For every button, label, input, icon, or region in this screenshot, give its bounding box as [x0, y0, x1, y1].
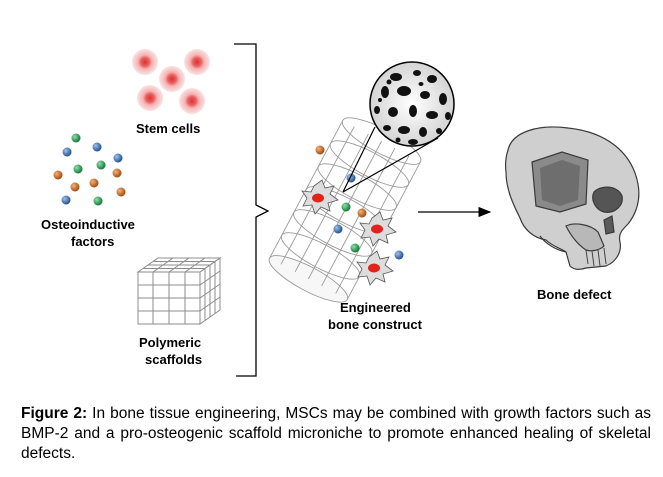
- caption-text: In bone tissue engineering, MSCs may be …: [21, 405, 652, 462]
- diagram: [53, 43, 640, 377]
- construct-cell: [356, 250, 394, 286]
- construct-cell: [301, 179, 339, 215]
- stem-cell: [179, 88, 205, 114]
- factor-dot: [112, 168, 122, 178]
- label-polymeric-line1: Polymeric: [139, 335, 202, 350]
- factor-dot: [394, 250, 404, 260]
- construct-cell: [359, 211, 397, 247]
- label-stem-cells: Stem cells: [136, 121, 201, 136]
- factor-dot: [113, 153, 123, 163]
- factor-dot: [61, 195, 71, 205]
- factor-dot: [357, 208, 367, 218]
- stem-cells-group: [132, 49, 210, 114]
- factor-dot: [93, 196, 103, 206]
- porous-bone-magnified-icon: [369, 61, 455, 147]
- osteoinductive-factors-group: [53, 133, 126, 206]
- stem-cell: [184, 49, 210, 75]
- factor-dot: [92, 142, 102, 152]
- factor-dot: [341, 202, 351, 212]
- grouping-brace: [234, 43, 270, 377]
- factor-dot: [71, 133, 81, 143]
- engineered-construct: [268, 117, 422, 303]
- label-polymeric-line2: scaffolds: [145, 352, 203, 367]
- figure-caption: Figure 2: In bone tissue engineering, MS…: [21, 404, 651, 464]
- label-engineered-line1: Engineered: [340, 300, 411, 315]
- factor-dot: [73, 164, 83, 174]
- factor-dot: [116, 187, 126, 197]
- stem-cell: [159, 66, 185, 92]
- stem-cell: [137, 85, 163, 111]
- label-engineered-line2: bone construct: [328, 317, 422, 332]
- skull-icon: [505, 126, 640, 270]
- factor-dot: [96, 160, 106, 170]
- factor-dot: [333, 224, 343, 234]
- scaffold-cube-icon: [136, 257, 222, 325]
- factor-dot: [53, 170, 63, 180]
- factor-dot: [89, 178, 99, 188]
- factor-dot: [315, 145, 325, 155]
- label-bone-defect: Bone defect: [537, 287, 612, 302]
- factor-dot: [62, 147, 72, 157]
- caption-prefix: Figure 2:: [21, 405, 88, 422]
- label-osteoinductive-line1: Osteoinductive: [41, 217, 135, 232]
- stem-cell: [132, 49, 158, 75]
- factor-dot: [70, 182, 80, 192]
- factor-dot: [350, 243, 360, 253]
- zoom-callout: [342, 126, 439, 193]
- label-osteoinductive-line2: factors: [71, 234, 115, 249]
